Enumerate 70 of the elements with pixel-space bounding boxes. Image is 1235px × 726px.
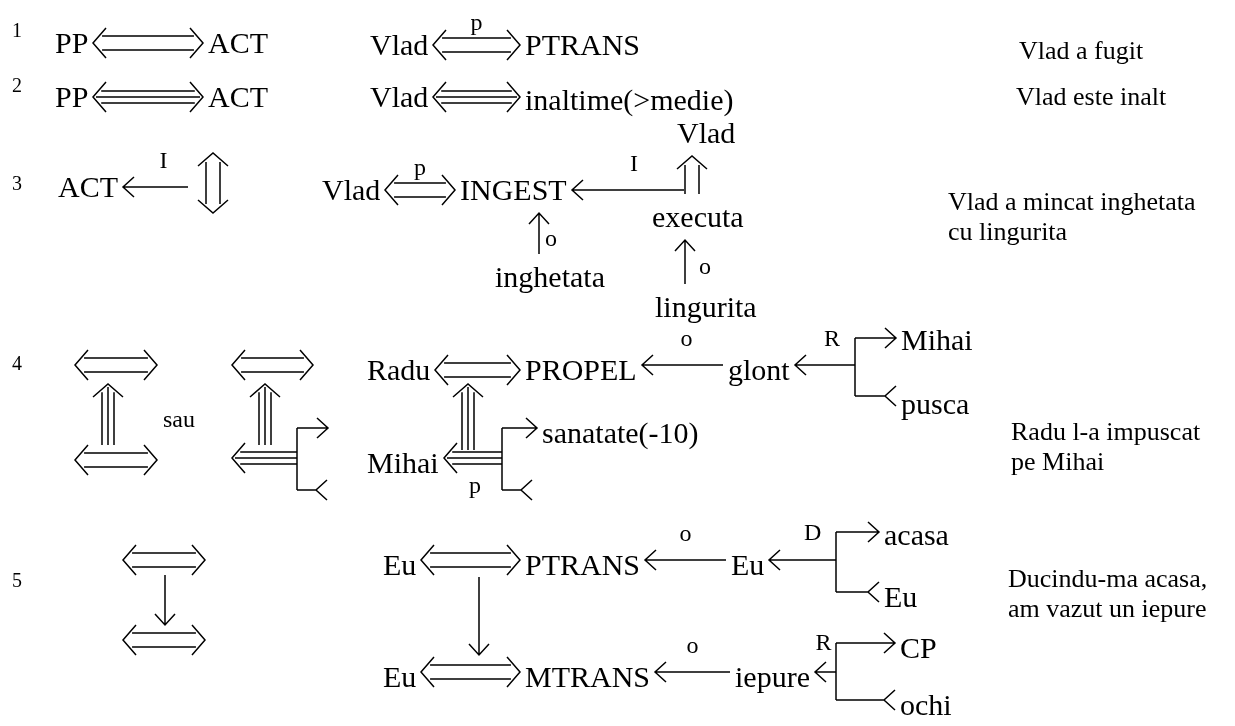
arrow xyxy=(835,521,881,543)
term-label: Eu xyxy=(731,547,765,583)
arrow xyxy=(121,176,189,198)
arrow xyxy=(767,549,837,571)
arrow xyxy=(854,385,897,407)
sentence-text: Vlad a fugit xyxy=(1019,36,1144,66)
term-label: acasa xyxy=(884,517,949,553)
arrow xyxy=(813,661,837,683)
term-label: Radu xyxy=(367,352,431,388)
double-arrow xyxy=(443,442,503,474)
sentence-text: Vlad a mincat inghetata cu lingurita xyxy=(948,187,1197,248)
double-arrow xyxy=(676,155,708,195)
sentence-text: Vlad este inalt xyxy=(1016,82,1167,112)
term-label: Eu xyxy=(383,547,417,583)
arrow xyxy=(674,238,696,285)
term-label: Mihai xyxy=(367,445,439,481)
term-label: PTRANS xyxy=(525,27,641,63)
arrow xyxy=(528,211,550,255)
row-number: 3 xyxy=(12,171,22,195)
term-label: pusca xyxy=(901,386,970,422)
term-label: PP xyxy=(55,79,89,115)
term-label: executa xyxy=(652,199,744,235)
term-label: iepure xyxy=(735,659,810,695)
arrow xyxy=(653,661,731,683)
double-arrow xyxy=(384,174,456,206)
arrow xyxy=(835,581,880,603)
term-label: MTRANS xyxy=(525,659,651,695)
term-label: INGEST xyxy=(460,172,567,208)
term-label: PP xyxy=(55,25,89,61)
double-arrow xyxy=(92,81,204,113)
term-label: Vlad xyxy=(370,79,429,115)
double-arrow xyxy=(432,29,521,61)
row-number: 4 xyxy=(12,351,22,375)
term-label: inaltime(>medie) xyxy=(525,82,734,118)
row-number: 1 xyxy=(12,18,22,42)
arrow xyxy=(793,354,856,376)
double-arrow xyxy=(420,656,521,688)
term-label: sanatate(-10) xyxy=(542,415,699,451)
term-label: Mihai xyxy=(901,322,973,358)
arrow xyxy=(570,179,685,201)
arrow xyxy=(640,354,724,376)
term-label: Vlad xyxy=(370,27,429,63)
arrow xyxy=(854,327,898,349)
term-label: ACT xyxy=(208,25,268,61)
double-arrow xyxy=(434,354,521,386)
row-number: 5 xyxy=(12,568,22,592)
term-label: inghetata xyxy=(495,259,605,295)
sentence-text: Ducindu-ma acasa, am vazut un iepure xyxy=(1008,564,1209,625)
term-label: Vlad xyxy=(677,115,736,151)
term-label: ACT xyxy=(208,79,268,115)
double-arrow xyxy=(420,544,521,576)
term-label: ochi xyxy=(900,687,952,723)
term-label: Eu xyxy=(884,579,918,615)
sentence-text: Radu l-a impuscat pe Mihai xyxy=(1011,417,1202,478)
term-label: CP xyxy=(900,630,937,666)
arrow xyxy=(835,689,896,711)
term-label: lingurita xyxy=(655,289,757,325)
double-arrow xyxy=(432,81,521,113)
term-label: PROPEL xyxy=(525,352,637,388)
arrow xyxy=(835,632,897,654)
term-label: PTRANS xyxy=(525,547,641,583)
arrow xyxy=(643,549,727,571)
term-label: Eu xyxy=(383,659,417,695)
row-number: 2 xyxy=(12,73,22,97)
term-label: ACT xyxy=(58,169,118,205)
conjunction-text: sau xyxy=(163,406,195,434)
double-arrow xyxy=(92,27,204,59)
term-label: glont xyxy=(728,352,790,388)
arrow xyxy=(501,417,539,439)
term-label: Vlad xyxy=(322,172,381,208)
